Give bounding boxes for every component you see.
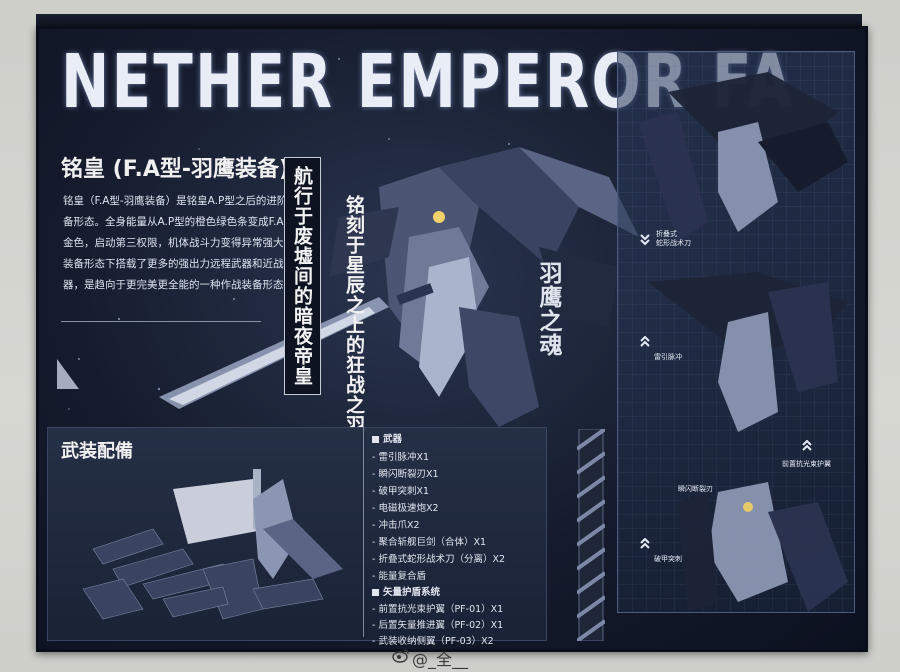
pose-2 [648, 272, 848, 432]
label-front-wing: 前置抗光束护翼 [782, 460, 831, 468]
label-thunder-pulse: 雷引脉冲 [654, 353, 682, 361]
accessory-parts-illustration [82, 469, 343, 620]
product-box-back: NETHER EMPEROR FA 铭皇 (F.A型-羽鹰装备) 铭皇（F.A型… [36, 26, 868, 652]
list-item: - 雷引脉冲X1 [372, 452, 430, 463]
list-section-shields: 矢量护盾系统 [372, 584, 440, 598]
chevron-up-icon [802, 440, 812, 451]
label-flash-blade: 瞬闪断裂刃 [678, 485, 713, 493]
list-item: - 后置矢量推进翼（PF-02）X1 [372, 620, 504, 631]
list-item: - 聚合斩舰巨剑（合体）X1 [372, 537, 487, 548]
chevron-up-icon [640, 538, 650, 549]
equipment-list: 武器 - 雷引脉冲X1 - 瞬闪断裂刃X1 - 破甲突刺X1 - 电磁极速炮X2… [363, 423, 548, 647]
chevron-up-icon [640, 336, 650, 347]
list-item: - 瞬闪断裂刃X1 [372, 469, 439, 480]
list-item: - 前置抗光束护翼（PF-01）X1 [372, 604, 504, 615]
list-item: - 电磁极速炮X2 [372, 503, 439, 514]
list-section-weapons: 武器 [372, 431, 402, 445]
decorative-stripes [577, 429, 605, 641]
list-item: - 破甲突刺X1 [372, 486, 430, 497]
list-item: - 能量复合盾 [372, 571, 426, 582]
side-pose-panel: 折叠式 蛇形战术刀 雷引脉冲 前置抗光束护翼 瞬闪断裂刃 破甲突刺 [617, 51, 855, 613]
list-item: - 冲击爪X2 [372, 520, 420, 531]
pose-illustrations [638, 72, 848, 612]
watermark-text: @_全__ [412, 650, 469, 669]
mecha-illustration [159, 147, 639, 427]
divider-line [61, 321, 261, 322]
product-description: 铭皇（F.A型-羽鹰装备）是铭皇A.P型之后的进阶全装备形态。全身能量从A.P型… [63, 195, 309, 291]
list-item: - 武装收纳侧翼（PF-03）X2 [372, 636, 494, 647]
label-armor-pierce: 破甲突刺 [654, 555, 682, 563]
weibo-icon [392, 649, 409, 663]
label-folding-blade: 折叠式 蛇形战术刀 [656, 230, 691, 247]
slogan-vertical-2: 铭刻于星辰之上的狂战之羽 [343, 195, 365, 435]
pose-1 [638, 72, 848, 242]
chevron-down-icon [640, 234, 650, 246]
product-subtitle: 铭皇 (F.A型-羽鹰装备) [61, 157, 290, 182]
slogan-vertical-1: 航行于废墟间的暗夜帝皇 [284, 157, 321, 395]
bullet-square-icon [372, 436, 379, 443]
box-top-flap [36, 14, 862, 28]
bullet-square-icon [372, 589, 379, 596]
list-item: - 折叠式蛇形战术刀（分离）X2 [372, 554, 506, 565]
armory-title: 武装配備 [61, 441, 133, 462]
pose-3 [678, 482, 848, 612]
slogan-vertical-3: 羽鹰之魂 [535, 261, 561, 357]
